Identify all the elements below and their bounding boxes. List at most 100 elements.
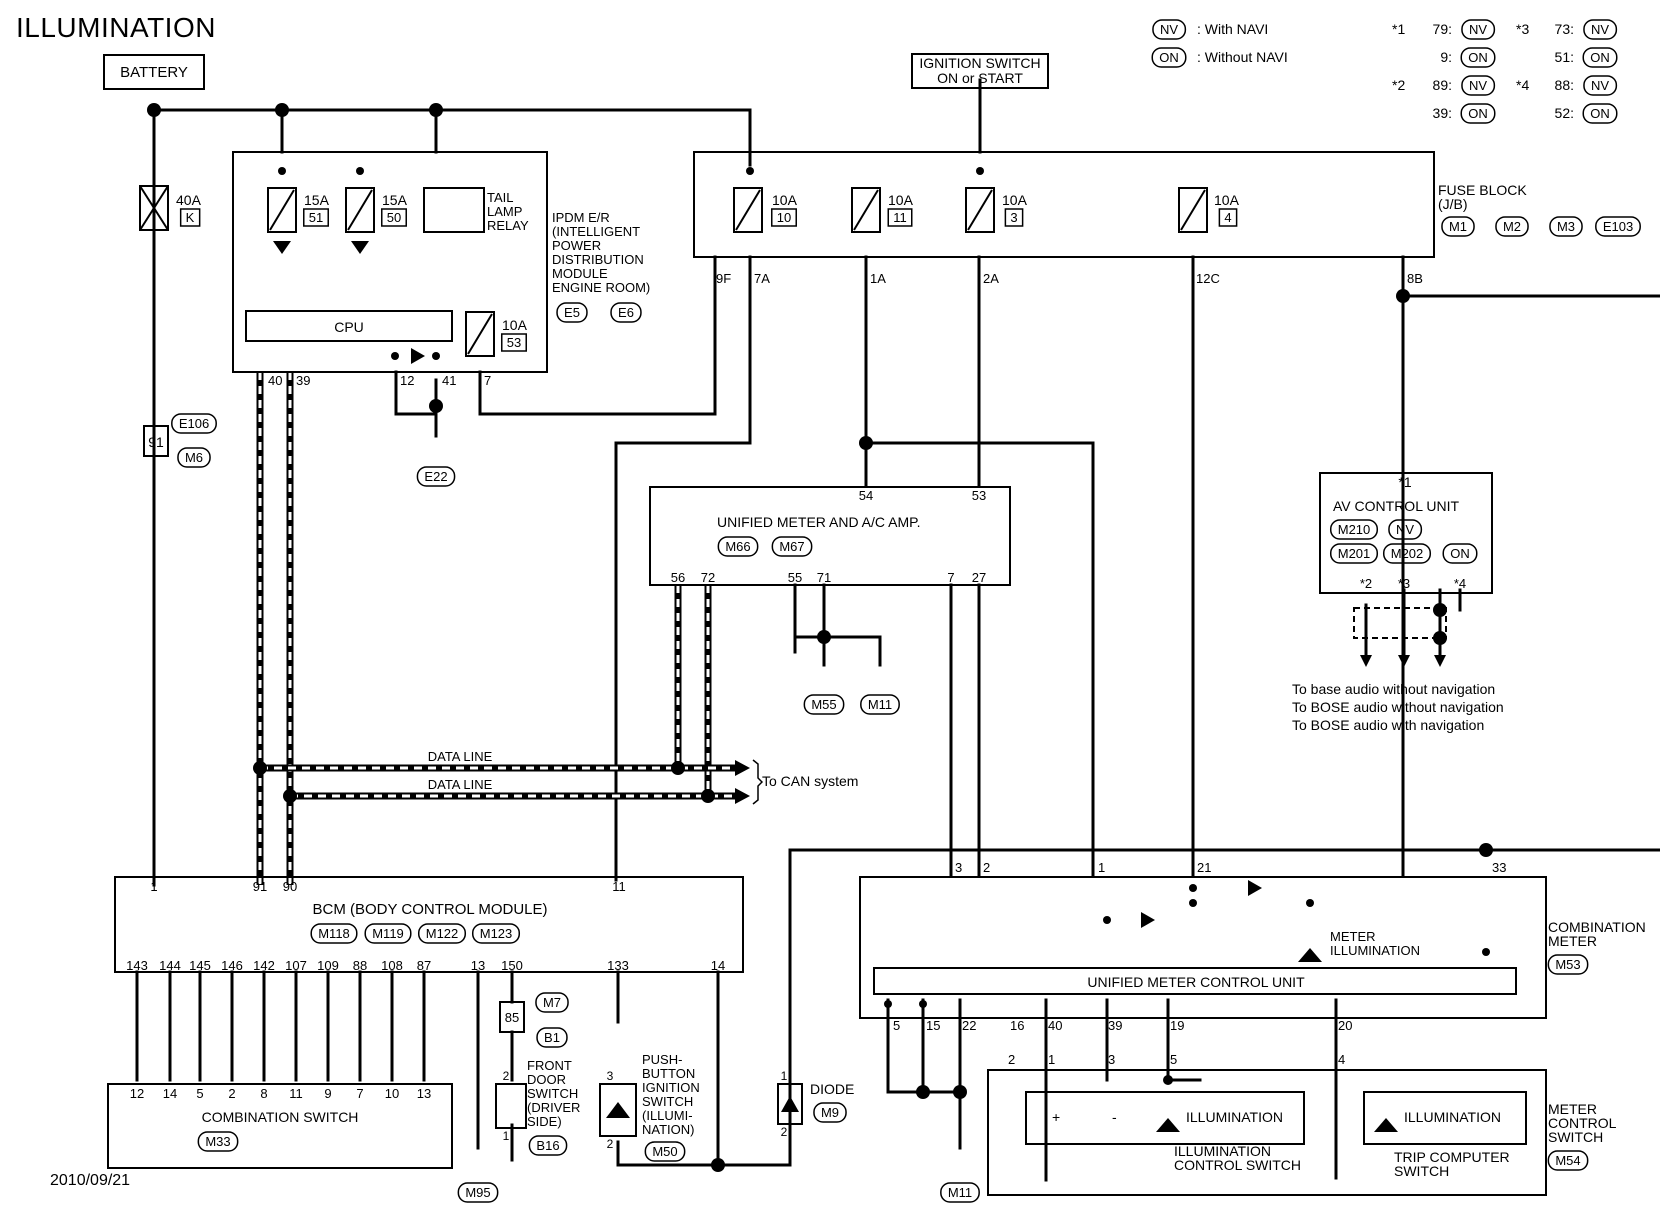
legend-on-code: ON (1159, 50, 1179, 65)
can-system-label: To CAN system (762, 773, 858, 789)
cs-pin-8: 8 (260, 1086, 267, 1101)
ipdm-pin-12: 12 (400, 373, 414, 388)
note-2-row-1-pin: 89: (1433, 77, 1452, 93)
connector-e106: E106 (179, 416, 209, 431)
connector-badge (644, 1141, 686, 1162)
note-2-row-2-pin: 39: (1433, 105, 1452, 121)
bcm-pin-145: 145 (189, 958, 211, 973)
connector-badge (940, 1182, 980, 1203)
ipdm-fuse-1-rating: 15A (304, 192, 330, 208)
diode-name: DIODE (810, 1081, 854, 1097)
amp-pin-55: 55 (788, 570, 802, 585)
diode-conn-m9: M9 (821, 1105, 839, 1120)
push-button-name-6: NATION) (642, 1122, 694, 1137)
conn-b1: B1 (544, 1030, 560, 1045)
meter-pin-21: 21 (1197, 860, 1211, 875)
av-conn-on: ON (1450, 546, 1470, 561)
battery-label: BATTERY (120, 64, 188, 81)
connector-badge (1495, 216, 1529, 237)
meter-pin-5: 5 (893, 1018, 900, 1033)
connector-badge (197, 1131, 239, 1152)
fuse-id-box (771, 208, 797, 227)
data-line-1-label: DATA LINE (428, 749, 493, 764)
cs-pin-13: 13 (417, 1086, 431, 1101)
connector-badge (1582, 47, 1618, 68)
illum-switch-plus: + (1052, 1109, 1060, 1125)
conn-pin-85: 85 (505, 1010, 519, 1025)
combination-meter-name-2: METER (1548, 933, 1597, 949)
connector-pin-91: 91 (148, 434, 164, 450)
ipdm-fuse-3-id: 53 (507, 335, 521, 350)
data-line-2-label: DATA LINE (428, 777, 493, 792)
ipdm-name-1: IPDM E/R (552, 210, 610, 225)
connector-badge (1388, 519, 1423, 540)
cs-pin-12: 12 (130, 1086, 144, 1101)
ipdm-fuse-3-rating: 10A (502, 317, 528, 333)
meter-illumination-2: ILLUMINATION (1330, 943, 1420, 958)
meter-pin-22: 22 (962, 1018, 976, 1033)
connector-badge (1460, 47, 1496, 68)
mcs-pin-5: 5 (1170, 1052, 1177, 1067)
av-pin-2: *2 (1360, 576, 1372, 591)
av-pin-3: *3 (1398, 576, 1410, 591)
ipdm-fuse-1-id: 51 (309, 210, 323, 225)
bcm-name: BCM (BODY CONTROL MODULE) (312, 901, 547, 918)
connector-badge (1329, 543, 1379, 564)
door-switch-name-4: (DRIVER (527, 1100, 580, 1115)
connector-badge (1460, 103, 1496, 124)
connector-badge (1595, 216, 1641, 237)
door-switch-name-5: SIDE) (527, 1114, 562, 1129)
mcs-pin-4: 4 (1338, 1052, 1345, 1067)
fb-conn-m1: M1 (1449, 219, 1467, 234)
ipdm-conn-e6: E6 (618, 305, 634, 320)
note-2-row-2-code: ON (1468, 106, 1488, 121)
amp-conn-m67: M67 (779, 539, 804, 554)
fb-conn-m3: M3 (1557, 219, 1575, 234)
ipdm-name-3: POWER (552, 238, 601, 253)
connector-badge (417, 923, 467, 944)
connector-badge (803, 694, 845, 715)
note-3-row-2-code: ON (1590, 50, 1610, 65)
bcm-pin-150: 150 (501, 958, 523, 973)
ipdm-fuse-2-id: 50 (387, 210, 401, 225)
push-button-name-3: IGNITION (642, 1080, 700, 1095)
connector-badge (1151, 47, 1187, 68)
note-4-row-2-code: ON (1590, 106, 1610, 121)
note-4-row-1-code: NV (1591, 78, 1609, 93)
note-3-row-2-pin: 51: (1555, 49, 1574, 65)
bcm-pin-87: 87 (417, 958, 431, 973)
combination-switch-name: COMBINATION SWITCH (202, 1109, 359, 1125)
note-1-row-1-pin: 79: (1433, 21, 1452, 37)
amp-pin-53: 53 (972, 488, 986, 503)
fuse-id-box (381, 208, 407, 227)
note-1-mark: *1 (1392, 21, 1405, 37)
meter-conn-m53: M53 (1555, 957, 1580, 972)
push-button-pin-2: 2 (607, 1137, 614, 1151)
cs-pin-9: 9 (324, 1086, 331, 1101)
door-switch-name-2: DOOR (527, 1072, 566, 1087)
ignition-switch-state: ON or START (937, 70, 1023, 86)
note-3-row-1-pin: 73: (1555, 21, 1574, 37)
push-button-name-5: (ILLUMI- (642, 1108, 693, 1123)
meter-pin-20: 20 (1338, 1018, 1352, 1033)
fb-fuse-2-id: 11 (893, 210, 907, 225)
meter-pin-2: 2 (983, 860, 990, 875)
bcm-pin-91: 91 (253, 879, 267, 894)
mcs-pin-2: 2 (1008, 1052, 1015, 1067)
cs-pin-2: 2 (228, 1086, 235, 1101)
ipdm-cpu: CPU (334, 319, 364, 335)
component-shapes (103, 53, 1547, 1196)
bcm-pin-108: 108 (381, 958, 403, 973)
av-note-3: To BOSE audio with navigation (1292, 717, 1484, 733)
illum-switch-minus: - (1112, 1109, 1117, 1125)
mcs-conn-m54: M54 (1555, 1153, 1580, 1168)
av-unit-mark: *1 (1398, 474, 1411, 490)
connector-badge (1152, 19, 1187, 40)
ipdm-name-5: MODULE (552, 266, 608, 281)
note-3-mark: *3 (1516, 21, 1529, 37)
bcm-pin-109: 109 (317, 958, 339, 973)
cs-pin-11: 11 (289, 1086, 303, 1101)
junction-dots (147, 103, 1493, 1172)
date-stamp: 2010/09/21 (50, 1172, 131, 1189)
page-title: ILLUMINATION (16, 12, 216, 43)
